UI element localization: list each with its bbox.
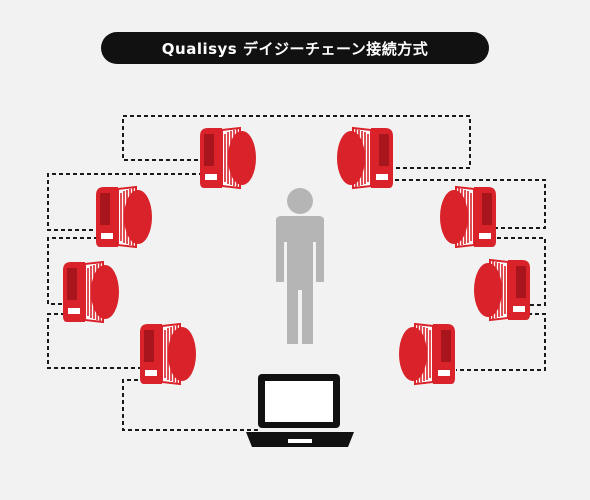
cable-left-lower bbox=[47, 313, 144, 369]
title-badge: Qualisys デイジーチェーン接続方式 bbox=[101, 32, 489, 64]
camera-right-4 bbox=[398, 323, 456, 385]
cable-top-loop bbox=[122, 115, 471, 169]
motion-capture-camera-icon bbox=[139, 323, 197, 385]
motion-capture-camera-icon bbox=[336, 127, 394, 189]
camera-left-1 bbox=[199, 127, 257, 189]
cable-right-lower bbox=[456, 313, 546, 371]
camera-right-2 bbox=[439, 186, 497, 248]
camera-left-4 bbox=[139, 323, 197, 385]
motion-capture-camera-icon bbox=[95, 186, 153, 248]
person-icon bbox=[276, 188, 324, 344]
cable-left-to-laptop bbox=[122, 379, 258, 431]
camera-left-2 bbox=[95, 186, 153, 248]
cable-right-middle bbox=[490, 237, 546, 306]
cable-right-upper bbox=[388, 179, 546, 229]
camera-right-1 bbox=[336, 127, 394, 189]
camera-right-3 bbox=[473, 259, 531, 321]
camera-left-3 bbox=[62, 261, 120, 323]
cable-left-middle bbox=[47, 237, 98, 305]
cable-left-upper bbox=[47, 173, 210, 231]
motion-capture-camera-icon bbox=[398, 323, 456, 385]
motion-capture-camera-icon bbox=[199, 127, 257, 189]
motion-capture-camera-icon bbox=[439, 186, 497, 248]
motion-capture-camera-icon bbox=[473, 259, 531, 321]
laptop-icon bbox=[246, 374, 354, 447]
motion-capture-camera-icon bbox=[62, 261, 120, 323]
diagram-title: Qualisys デイジーチェーン接続方式 bbox=[161, 39, 429, 58]
